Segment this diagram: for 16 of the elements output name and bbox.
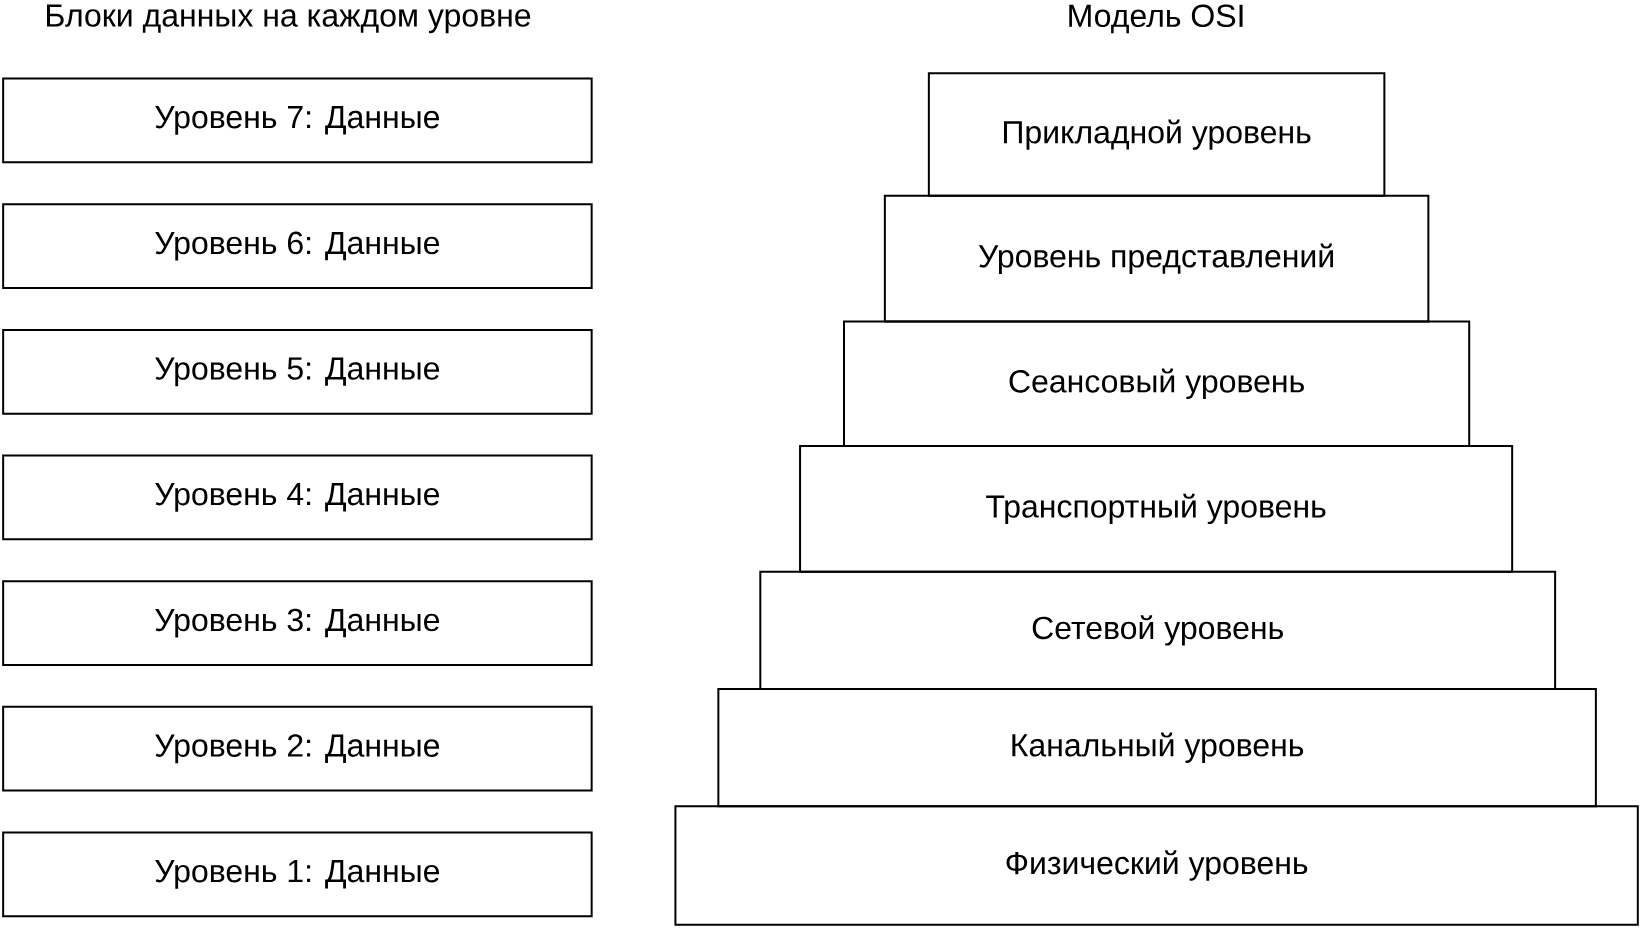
layer-box: Транспортный уровень [799, 445, 1514, 573]
data-block-box: Уровень 1: Данные [2, 831, 593, 918]
heading: Модель OSI [1069, 4, 1243, 34]
data-block-box: Уровень 2: Данные [2, 705, 593, 792]
layer-box: Уровень представлений [883, 194, 1430, 323]
layer-box: Канальный уровень [717, 688, 1597, 808]
data-block-box: Уровень 7: Данные [2, 77, 593, 164]
layer-box: Сеансовый уровень [843, 320, 1471, 448]
layer-box: Прикладной уровень [927, 72, 1386, 197]
data-block-box: Уровень 6: Данные [2, 203, 593, 289]
heading: Блоки данных на каждом уровне [47, 4, 531, 34]
layer-box: Физический уровень [674, 805, 1639, 926]
data-block-box: Уровень 4: Данные [2, 454, 593, 541]
layer-box: Сетевой уровень [759, 570, 1557, 691]
data-block-box: Уровень 3: Данные [2, 580, 593, 666]
data-block-box: Уровень 5: Данные [2, 328, 593, 415]
